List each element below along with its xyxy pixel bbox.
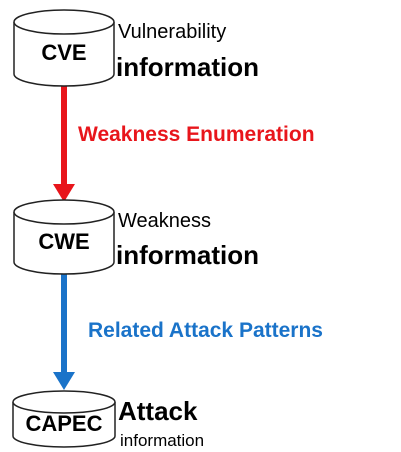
database-label-cwe: CWE	[38, 229, 89, 254]
database-cylinder-icon	[12, 402, 116, 448]
database-label-capec: CAPEC	[25, 411, 102, 436]
cwe-desc-line2: information	[116, 240, 259, 270]
cve-desc-line2: information	[116, 52, 259, 82]
database-cylinder-top	[13, 199, 115, 225]
database-cylinder-icon	[13, 212, 115, 275]
arrow-label-weakness-enumeration: Weakness Enumeration	[78, 123, 315, 146]
database-cylinder-icon	[13, 22, 115, 87]
red-arrow-head	[53, 184, 75, 202]
database-label-cve: CVE	[41, 40, 86, 65]
database-cylinder-top	[13, 9, 115, 35]
capec-desc-line2: information	[120, 431, 204, 450]
cwe-database: CWE Weakness information	[13, 199, 259, 275]
cve-database: CVE Vulnerability information	[13, 9, 259, 87]
blue-arrow-head	[53, 372, 75, 390]
capec-database: CAPEC Attack information	[12, 390, 204, 450]
database-cylinder-top	[12, 390, 116, 414]
arrow-related-attack-patterns: Related Attack Patterns	[53, 272, 323, 390]
capec-desc-line1: Attack	[118, 396, 198, 426]
arrow-label-related-attack-patterns: Related Attack Patterns	[88, 319, 323, 342]
cve-desc-line1: Vulnerability	[118, 21, 226, 43]
arrow-weakness-enumeration: Weakness Enumeration	[53, 86, 315, 202]
cwe-desc-line1: Weakness	[118, 210, 211, 232]
